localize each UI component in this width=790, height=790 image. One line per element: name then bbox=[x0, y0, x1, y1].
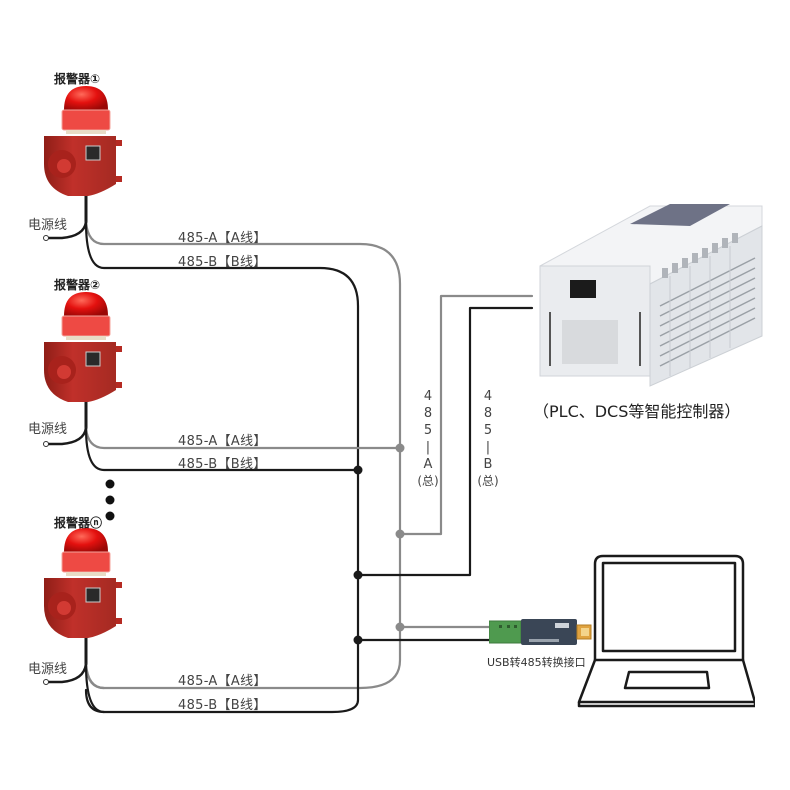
usb-adapter-caption: USB转485转换接口 bbox=[487, 656, 586, 669]
ellipsis-dot bbox=[105, 479, 115, 489]
alarm-n-wire-a-label: 485-A【A线】 bbox=[178, 674, 267, 689]
bus-b-label: 4 8 5 | B (总) bbox=[477, 389, 499, 488]
junction-a-plc bbox=[395, 529, 405, 539]
ellipsis-dot bbox=[105, 495, 115, 505]
alarm-2-power-label: 电源线 bbox=[28, 422, 68, 437]
power-plug-2 bbox=[43, 441, 49, 447]
alarm-n-wire-a bbox=[84, 662, 106, 690]
junction-b-usb bbox=[353, 635, 363, 645]
alarm-siren-icon bbox=[44, 292, 122, 402]
ellipsis-dot bbox=[105, 511, 115, 521]
usb-adapter-icon bbox=[488, 619, 592, 645]
alarm-n-wire-b-label: 485-B【B线】 bbox=[178, 698, 267, 713]
bus-b-to-plc bbox=[356, 306, 534, 577]
alarm-siren-icon bbox=[44, 86, 122, 196]
junction-b-alarm2 bbox=[353, 465, 363, 475]
alarm-1-wire-b-label: 485-B【B线】 bbox=[178, 255, 267, 270]
plc-controller bbox=[530, 196, 770, 400]
alarm-2-wire-a-label: 485-A【A线】 bbox=[178, 434, 267, 449]
alarm-n-title: 报警器ⓝ bbox=[54, 516, 103, 530]
alarm-2-wire-b bbox=[84, 426, 360, 472]
alarm-n-power-label: 电源线 bbox=[28, 662, 68, 677]
laptop-computer bbox=[575, 554, 757, 718]
alarm-1-power-label: 电源线 bbox=[28, 218, 68, 233]
plc-icon bbox=[539, 204, 763, 387]
alarm-siren-icon bbox=[44, 528, 122, 638]
alarm-device-n bbox=[40, 526, 130, 645]
plc-caption: （PLC、DCS等智能控制器） bbox=[533, 402, 741, 421]
alarm-device-2 bbox=[40, 290, 130, 409]
power-plug-1 bbox=[43, 235, 49, 241]
usb-485-adapter bbox=[488, 617, 593, 655]
junction-a-usb bbox=[395, 622, 405, 632]
bus-a-label: 4 8 5 | A (总) bbox=[417, 389, 439, 488]
alarm-1-wire-a-label: 485-A【A线】 bbox=[178, 231, 267, 246]
junction-b-plc bbox=[353, 570, 363, 580]
laptop-icon bbox=[577, 554, 757, 708]
alarm-2-wire-b-label: 485-B【B线】 bbox=[178, 457, 267, 472]
alarm-2-title: 报警器② bbox=[54, 278, 101, 292]
alarm-device-1 bbox=[40, 84, 130, 203]
junction-a-alarm2 bbox=[395, 443, 405, 453]
bus-a-to-plc bbox=[398, 294, 534, 536]
alarm-1-title: 报警器① bbox=[54, 72, 101, 86]
alarm-n-wire-b bbox=[84, 662, 106, 714]
power-plug-n bbox=[43, 679, 49, 685]
